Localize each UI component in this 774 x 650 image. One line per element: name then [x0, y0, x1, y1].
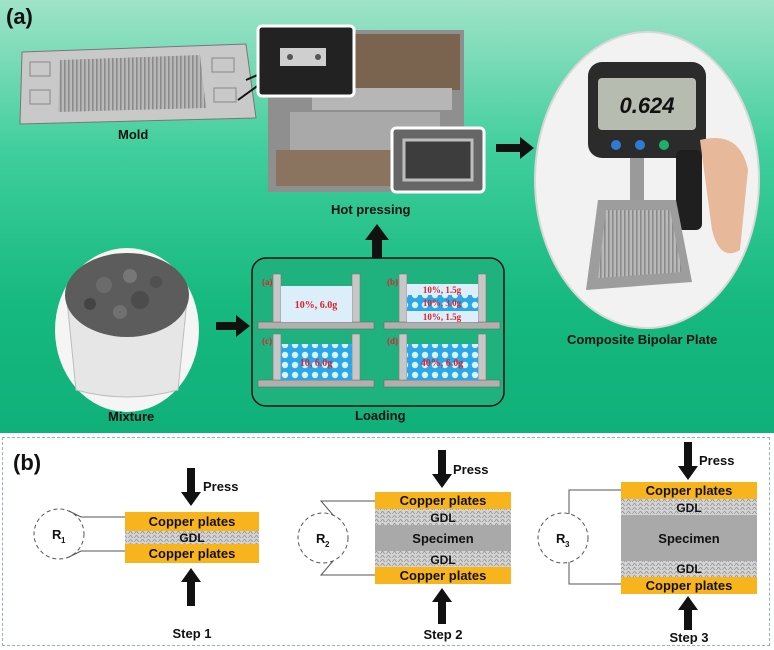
- loading-box: (a) 10%, 6.0g (b) 10%, 1.5g 10%, 3.0g 10…: [251, 257, 505, 407]
- press-down-arrow-icon: [678, 442, 698, 480]
- layer-label-gdl-top: GDL: [430, 511, 455, 525]
- arrow-right-icon: [496, 137, 534, 159]
- resistor-subscript: 2: [325, 540, 330, 549]
- step-1: R 1 Copper plates GDL Copper plates Pres…: [33, 468, 259, 641]
- resistor-label: R: [556, 531, 566, 546]
- layer-label-specimen: Specimen: [412, 531, 473, 546]
- press-up-arrow-icon: [678, 596, 698, 630]
- copper-plate-bottom: [125, 544, 259, 563]
- hot-pressing-label: Hot pressing: [331, 202, 411, 217]
- resistor-circle: [33, 508, 85, 560]
- gdl-layer-top: [375, 509, 511, 525]
- panel-b: (b) R 1 Copper plates GDL Coppe: [2, 437, 770, 646]
- copper-plate-bottom: [621, 577, 757, 594]
- resistor-circle: [537, 512, 589, 564]
- layer-label-copper-top: Copper plates: [400, 493, 487, 508]
- layer-label-copper-bottom: Copper plates: [149, 546, 236, 561]
- loading-cell-b: [383, 273, 501, 330]
- layer-label-copper-bottom: Copper plates: [400, 568, 487, 583]
- layer-label-gdl-bottom: GDL: [430, 553, 455, 567]
- press-up-arrow-icon: [432, 588, 452, 624]
- loading-text-b3: 10%, 1.5g: [423, 312, 462, 322]
- layer-label-gdl-bottom: GDL: [676, 562, 701, 576]
- resistor-label: R: [316, 531, 326, 546]
- arrow-up-icon: [365, 224, 389, 258]
- resistor-label: R: [52, 527, 62, 542]
- press-down-arrow-icon: [181, 468, 201, 506]
- loading-cell-a: [257, 273, 375, 330]
- loading-tag-b: (b): [387, 277, 398, 287]
- resistor-subscript: 3: [565, 540, 570, 549]
- layer-label-copper-bottom: Copper plates: [646, 578, 733, 593]
- copper-plate-top: [375, 492, 511, 509]
- step-label: Step 3: [669, 630, 708, 644]
- panel-b-drawing: R 1 Copper plates GDL Copper plates Pres…: [33, 442, 757, 644]
- press-label: Press: [699, 453, 734, 468]
- press-label: Press: [203, 479, 238, 494]
- mixture-photo: [55, 248, 199, 412]
- panel-a-drawing: (a) 10%, 6.0g (b) 10%, 1.5g 10%, 3.0g 10…: [19, 24, 760, 412]
- loading-text-b2: 10%, 3.0g: [423, 298, 462, 308]
- resistor-circle: [297, 512, 349, 564]
- specimen-layer: [375, 525, 511, 551]
- gauge-reading: 0.624: [619, 93, 674, 118]
- bipolar-plate-label: Composite Bipolar Plate: [567, 332, 718, 347]
- layer-label-specimen: Specimen: [658, 531, 719, 546]
- bipolar-plate-photo: [534, 31, 760, 329]
- resistor-subscript: 1: [61, 536, 66, 545]
- mold-photo: [19, 43, 297, 125]
- copper-plate-bottom: [375, 567, 511, 584]
- press-down-arrow-icon: [432, 450, 452, 488]
- copper-plate-top: [621, 482, 757, 499]
- loading-cell-c: [257, 333, 375, 388]
- gdl-layer-bottom: [375, 551, 511, 567]
- loading-text-c: 10, 6.0g: [300, 358, 333, 369]
- hot-pressing-photo: [256, 24, 486, 194]
- layer-label-gdl: GDL: [179, 531, 204, 545]
- step-2: R 2 Copper plates GDL Specimen GDL Coppe…: [297, 450, 511, 642]
- mold-label: Mold: [118, 127, 149, 142]
- step-label: Step 2: [423, 627, 462, 642]
- loading-tag-d: (d): [387, 336, 398, 346]
- loading-text-a: 10%, 6.0g: [295, 300, 338, 311]
- panel-b-tag: (b): [13, 450, 42, 475]
- loading-tag-a: (a): [262, 277, 273, 287]
- loading-text-b1: 10%, 1.5g: [423, 285, 462, 295]
- step-label: Step 1: [172, 626, 211, 641]
- layer-label-copper-top: Copper plates: [646, 483, 733, 498]
- layer-label-gdl-top: GDL: [676, 501, 701, 515]
- loading-label: Loading: [355, 408, 406, 423]
- layer-label-copper-top: Copper plates: [149, 514, 236, 529]
- press-label: Press: [453, 462, 488, 477]
- loading-tag-c: (c): [262, 336, 272, 346]
- press-up-arrow-icon: [181, 568, 201, 606]
- loading-text-d: 40%, 6.0g: [421, 358, 464, 369]
- panel-a: (a) 10%, 6.0g (b) 10%, 1.5g 10%, 3.0g 10…: [0, 0, 774, 433]
- specimen-layer: [621, 515, 757, 561]
- gdl-layer: [125, 531, 259, 544]
- arrow-right-icon: [216, 315, 250, 337]
- panel-a-tag: (a): [6, 4, 33, 29]
- gdl-layer-top: [621, 499, 757, 515]
- mixture-label: Mixture: [108, 409, 155, 424]
- step-3: R 3 Copper plates GDL Specimen GDL Coppe…: [537, 442, 757, 644]
- gdl-layer-bottom: [621, 561, 757, 577]
- loading-cell-d: [383, 333, 501, 388]
- copper-plate-top: [125, 512, 259, 531]
